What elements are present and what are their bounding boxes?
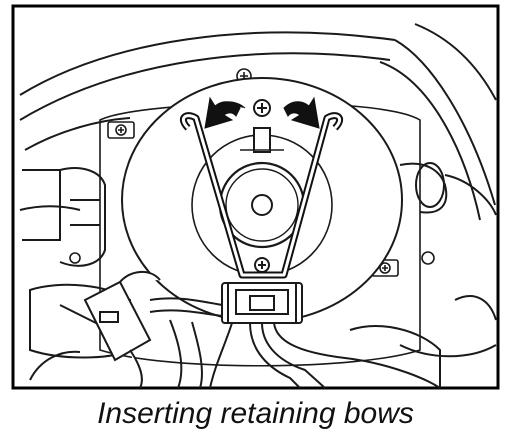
lamp-socket: [121, 77, 403, 323]
screw-icon: [371, 259, 399, 277]
side-connector: [83, 271, 161, 389]
screw-icon: [69, 251, 435, 265]
wiring-harness: [149, 297, 441, 389]
connector-plug: [221, 282, 303, 324]
rotation-arrow-icon: [283, 96, 320, 129]
retaining-bow: [180, 112, 343, 279]
housing-screws: [69, 68, 435, 277]
screw-icon: [107, 121, 135, 139]
figure-caption: Inserting retaining bows: [97, 397, 414, 430]
rotation-arrow-icon: [204, 96, 246, 129]
